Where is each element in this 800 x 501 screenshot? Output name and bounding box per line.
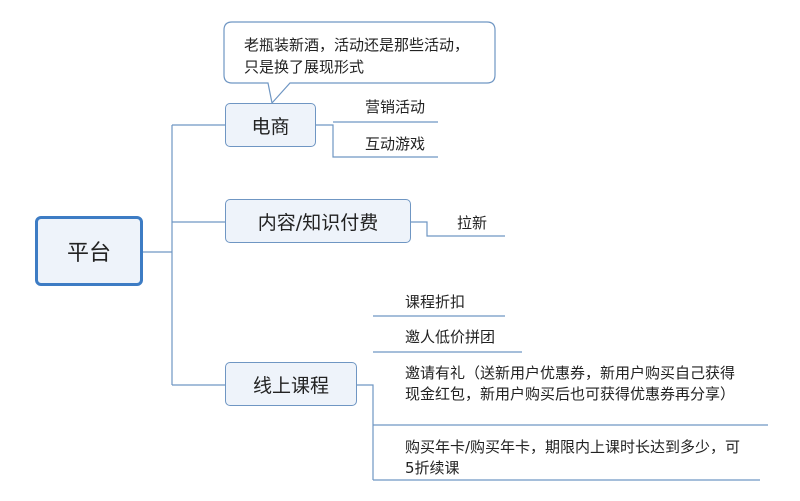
branch-label: 线上课程: [252, 374, 329, 397]
root-node[interactable]: 平台: [35, 216, 143, 286]
callout-bubble-shape: [223, 21, 496, 105]
branch-node-ecommerce[interactable]: 电商: [225, 103, 316, 147]
branch-label: 电商: [251, 115, 290, 138]
leaf-acquire-users[interactable]: 拉新: [457, 214, 488, 232]
leaf-line-course: [357, 315, 768, 481]
branch-node-content-paid[interactable]: 内容/知识付费: [225, 199, 411, 243]
branch-node-online-course[interactable]: 线上课程: [225, 362, 357, 406]
leaf-interactive-game[interactable]: 互动游戏: [365, 135, 426, 153]
root-label: 平台: [66, 241, 111, 266]
leaf-course-discount[interactable]: 课程折扣: [405, 293, 466, 311]
leaf-line-content: [411, 221, 505, 237]
leaf-annual-card[interactable]: 购买年卡/购买年卡，期限内上课时长达到多少，可5折续课: [405, 438, 741, 477]
callout-note: 老瓶装新酒，活动还是那些活动，只是换了展现形式: [244, 36, 470, 76]
leaf-marketing-activity[interactable]: 营销活动: [365, 98, 426, 116]
leaf-group-buy[interactable]: 邀人低价拼团: [405, 328, 496, 346]
leaf-line-ecommerce: [316, 121, 438, 158]
leaf-invite-gift[interactable]: 邀请有礼（送新用户优惠券，新用户购买自己获得现金红包，新用户购买后也可获得优惠券…: [405, 364, 736, 403]
branch-label: 内容/知识付费: [257, 211, 379, 234]
